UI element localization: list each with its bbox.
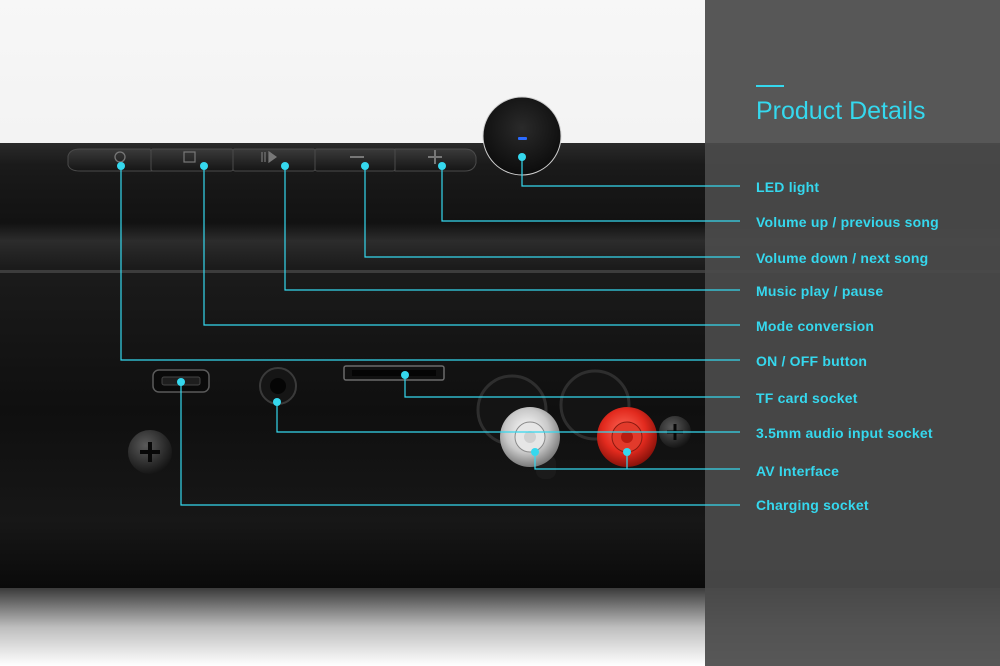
label-led-light: LED light xyxy=(756,179,820,195)
label-tf-card: TF card socket xyxy=(756,390,858,406)
label-av-interface: AV Interface xyxy=(756,463,840,479)
callout-dots xyxy=(117,153,631,456)
label-volume-down: Volume down / next song xyxy=(756,250,929,266)
info-panel xyxy=(705,0,1000,666)
callout-lines xyxy=(120,157,740,506)
control-buttons xyxy=(67,148,477,172)
page-title: Product Details xyxy=(756,97,926,125)
label-volume-up: Volume up / previous song xyxy=(756,214,939,230)
label-play-pause: Music play / pause xyxy=(756,283,884,299)
label-power-button: ON / OFF button xyxy=(756,353,868,369)
label-mode-conversion: Mode conversion xyxy=(756,318,875,334)
title-dash xyxy=(756,85,784,87)
label-charging-socket: Charging socket xyxy=(756,497,869,513)
label-aux-input: 3.5mm audio input socket xyxy=(756,425,933,441)
ports xyxy=(128,365,691,479)
